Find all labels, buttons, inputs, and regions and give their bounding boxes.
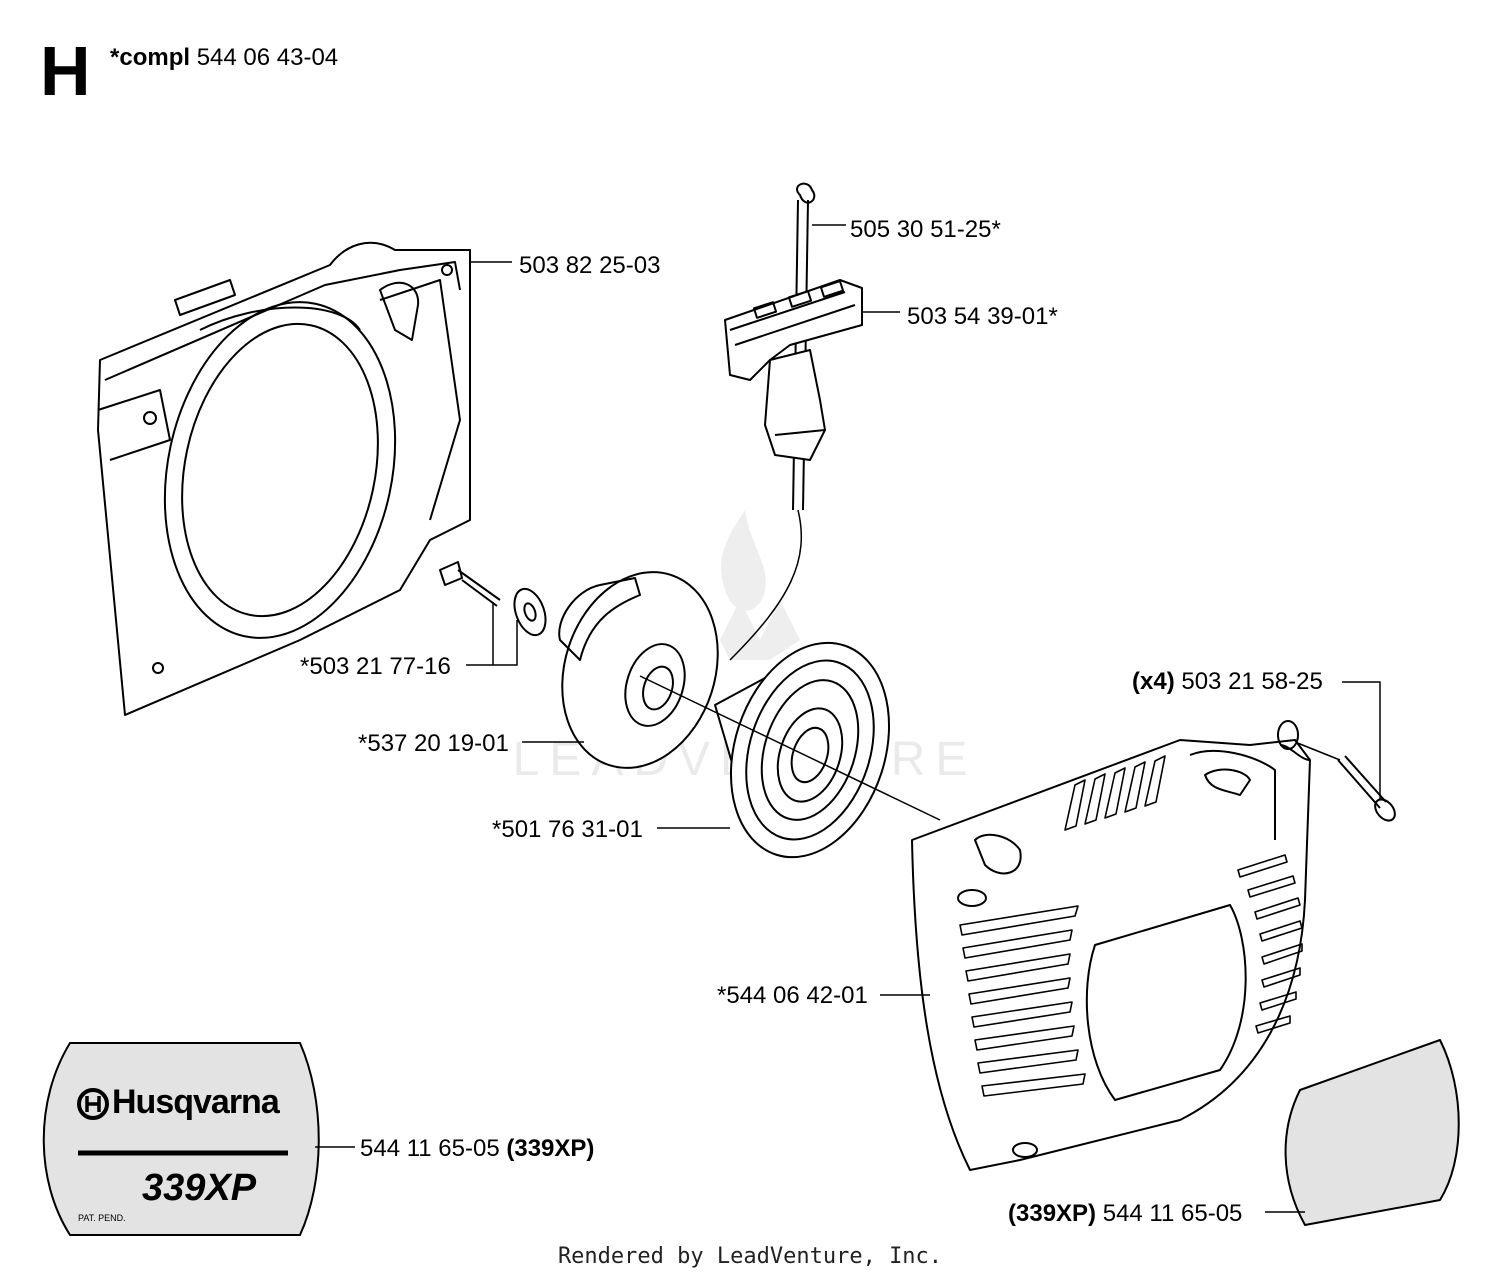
decal-patent: PAT. PEND. xyxy=(78,1213,126,1223)
rope-pulley-drawing xyxy=(558,571,719,769)
label-starter-rope[interactable]: 505 30 51-25* xyxy=(850,216,1001,243)
assembly-axis-line xyxy=(639,675,941,821)
decal-brand: Husqvarna xyxy=(112,1083,280,1121)
watermark-flame-icon xyxy=(700,510,800,660)
label-rope-pulley[interactable]: *537 20 19-01 xyxy=(358,730,509,757)
label-decal-right[interactable]: (339XP) 544 11 65-05 xyxy=(1008,1202,1242,1226)
cover-right-vents xyxy=(1237,854,1303,1034)
decal-left-drawing xyxy=(42,1042,320,1236)
label-recoil-spring[interactable]: *501 76 31-01 xyxy=(492,816,643,843)
cover-top-vents xyxy=(1064,755,1166,831)
label-starter-cover[interactable]: *544 06 42-01 xyxy=(717,982,868,1009)
footer-credit: Rendered by LeadVenture, Inc. xyxy=(557,1244,943,1269)
part-number: 544 11 65-05 xyxy=(360,1135,500,1162)
qty-badge: (x4) xyxy=(1132,668,1175,695)
decal-right-drawing xyxy=(1284,1039,1460,1226)
compl-number: 544 06 43-04 xyxy=(196,44,339,71)
label-decal-left[interactable]: 544 11 65-05 (339XP) xyxy=(360,1137,594,1161)
recoil-spring-drawing xyxy=(714,641,891,859)
part-number: 544 11 65-05 xyxy=(1102,1200,1243,1227)
husqvarna-crown-icon xyxy=(77,1088,109,1120)
leader-lines xyxy=(315,224,1381,1213)
starter-cover-drawing xyxy=(911,720,1311,1171)
model-tag: (339XP) xyxy=(506,1135,595,1162)
cover-left-vents xyxy=(959,905,1086,1097)
starter-handle-drawing xyxy=(724,182,863,661)
complete-assembly-number: *compl 544 06 43-04 xyxy=(110,44,338,72)
model-tag: (339XP) xyxy=(1008,1200,1097,1227)
label-fan-housing[interactable]: 503 82 25-03 xyxy=(519,252,661,279)
fan-housing-drawing xyxy=(97,241,471,716)
bolt-washer-drawing xyxy=(439,561,547,637)
section-letter: H xyxy=(40,32,91,110)
part-number: 503 21 58-25 xyxy=(1181,668,1323,695)
compl-prefix: *compl xyxy=(110,44,191,71)
label-housing-screws[interactable]: (x4) 503 21 58-25 xyxy=(1132,670,1323,694)
label-screw-washer[interactable]: *503 21 77-16 xyxy=(300,653,451,680)
label-starter-handle[interactable]: 503 54 39-01* xyxy=(907,303,1058,330)
decal-model: 339XP xyxy=(142,1167,257,1209)
